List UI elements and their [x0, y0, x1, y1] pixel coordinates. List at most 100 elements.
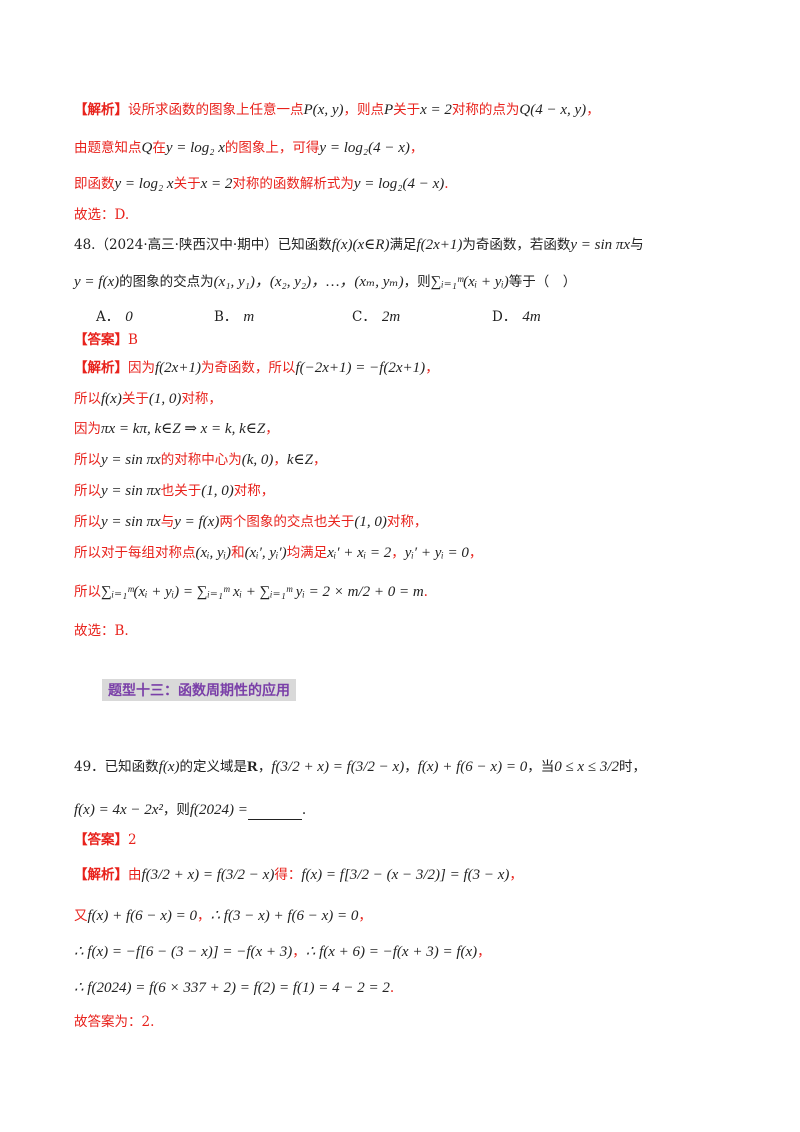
option-value: m	[243, 309, 255, 325]
formula: Q(4 − x, y)	[519, 102, 587, 118]
q49-solution-line-2: 又f(x) + f(6 − x) = 0，∴ f(3 − x) + f(6 − …	[74, 906, 372, 926]
text: ，	[391, 545, 405, 561]
text: 的定义域是	[179, 759, 248, 775]
text: ，	[292, 944, 306, 960]
text: 对称，	[233, 483, 275, 499]
option-label: A．	[96, 309, 120, 325]
text: 48.（2024·高三·陕西汉中·期中）已知函数	[74, 237, 332, 253]
section-heading: 题型十三：函数周期性的应用	[102, 679, 296, 701]
text: 为奇函数，所以	[200, 360, 296, 376]
formula: y = log₂ x	[165, 140, 225, 156]
text: ，	[197, 908, 211, 924]
formula: (1, 0)	[148, 391, 182, 407]
formula: f(x)	[101, 391, 122, 407]
answer-tag: 【答案】	[74, 332, 128, 348]
q48-solution-line-7: 所以对于每组对称点(xᵢ, yᵢ)和(xᵢ′, yᵢ′)均满足xᵢ′ + xᵢ …	[74, 543, 482, 563]
text: 对称，	[181, 391, 222, 407]
formula: P	[383, 102, 394, 118]
formula: (xᵢ′, yᵢ′)	[244, 545, 287, 561]
answer-blank	[247, 805, 302, 820]
formula: k∈Z	[286, 452, 313, 468]
q48-solution-line-2: 所以f(x)关于(1, 0)对称，	[74, 389, 222, 409]
text: .	[444, 176, 449, 192]
q48-solution-line-4: 所以y = sin πx的对称中心为(k, 0)，k∈Z，	[74, 450, 326, 470]
formula: (xᵢ, yᵢ)	[195, 545, 232, 561]
text: ，	[404, 759, 418, 775]
q47-conclusion: 故选：D.	[74, 207, 130, 223]
q49-question-line-1: 49．已知函数f(x)的定义域是R，f(3/2 + x) = f(3/2 − x…	[74, 757, 646, 777]
text: 对称的点为	[451, 102, 520, 118]
analysis-tag: 【解析】	[74, 360, 128, 376]
q48-solution-line-6: 所以y = sin πx与y = f(x)两个图象的交点也关于(1, 0)对称，	[74, 512, 427, 532]
option-b: B．m	[214, 305, 254, 326]
q48-solution-line-3: 因为πx = kπ, k∈Z ⇒ x = k, k∈Z，	[74, 419, 279, 439]
formula: y = sin πx	[101, 483, 161, 499]
formula: ∴ f(2024) = f(6 × 337 + 2) = f(2) = f(1)…	[74, 980, 390, 996]
formula: (k, 0)	[241, 452, 274, 468]
text: ，	[468, 545, 483, 561]
text: ，	[409, 140, 424, 156]
q49-solution-line-4: ∴ f(2024) = f(6 × 337 + 2) = f(2) = f(1)…	[74, 978, 394, 998]
text: 等于（ ）	[508, 274, 577, 290]
formula: f(2x+1)	[416, 237, 463, 253]
text: ，	[425, 360, 439, 376]
option-value: 2m	[381, 309, 401, 325]
q49-solution-line-3: ∴ f(x) = −f[6 − (3 − x)] = −f(x + 3)，∴ f…	[74, 942, 491, 962]
formula: y = log₂(4 − x)	[319, 140, 410, 156]
formula: ∑ᵢ₌₁ᵐ(xᵢ + yᵢ)	[430, 274, 509, 290]
text: ，则	[162, 802, 190, 818]
text: 时，	[619, 759, 646, 775]
answer-value: 2	[128, 832, 137, 848]
q49-answer: 【答案】2	[74, 830, 137, 850]
formula: f(3/2 + x) = f(3/2 − x)	[271, 759, 405, 775]
formula: y = sin πx	[101, 514, 161, 530]
formula: R	[247, 759, 258, 775]
option-value: 4m	[522, 309, 541, 325]
option-d: D．4m	[492, 305, 541, 326]
text: 所以	[74, 483, 101, 499]
text: 关于	[173, 176, 201, 192]
q47-line-1: 【解析】设所求函数的图象上任意一点P(x, y)，则点P关于x = 2对称的点为…	[74, 100, 600, 120]
text: 为奇函数，若函数	[462, 237, 571, 253]
text: ，	[257, 759, 272, 775]
text: 所以对于每组对称点	[74, 545, 196, 561]
text: 49．已知函数	[74, 759, 159, 775]
formula: yᵢ′ + yᵢ = 0	[404, 545, 469, 561]
option-a: A． 0	[96, 305, 133, 326]
analysis-tag: 【解析】	[74, 102, 128, 118]
formula: (1, 0)	[354, 514, 387, 530]
text: ，	[358, 908, 372, 924]
option-value: 0	[125, 309, 133, 325]
text: ，	[586, 102, 600, 118]
option-c: C．2m	[352, 305, 400, 326]
formula: y = f(x)	[74, 274, 120, 290]
text: 关于	[393, 102, 421, 118]
text: 与	[160, 514, 175, 530]
formula: 0 ≤ x ≤ 3/2	[554, 759, 619, 775]
text: ，	[312, 452, 327, 468]
formula: x = 2	[200, 176, 233, 192]
text: 设所求函数的图象上任意一点	[128, 102, 304, 118]
text: 所以	[74, 452, 101, 468]
formula: f(x) + f(6 − x) = 0	[417, 759, 528, 775]
text: .	[423, 584, 428, 600]
formula: y = f(x)	[174, 514, 220, 530]
text: ，	[477, 944, 491, 960]
formula: f(2x+1)	[155, 360, 201, 376]
q48-solution-line-8: 所以∑ᵢ₌₁ᵐ(xᵢ + yᵢ) = ∑ᵢ₌₁ᵐ xᵢ + ∑ᵢ₌₁ᵐ yᵢ =…	[74, 582, 428, 602]
text: .	[301, 802, 307, 818]
text: 的图象的交点为	[119, 274, 214, 290]
formula: y = log₂ x	[114, 176, 174, 192]
formula: f(2024) =	[189, 802, 248, 818]
formula: (x₁, y₁)，(x₂, y₂)，…，(xₘ, yₘ)	[213, 274, 404, 290]
text: 所以	[74, 391, 101, 407]
formula: x = 2	[420, 102, 452, 118]
formula: (1, 0)	[201, 483, 234, 499]
q48-solution-line-5: 所以y = sin πx也关于(1, 0)对称，	[74, 481, 274, 501]
q48-question-line-2: y = f(x)的图象的交点为(x₁, y₁)，(x₂, y₂)，…，(xₘ, …	[74, 272, 576, 292]
text: 在	[152, 140, 166, 156]
q49-solution-line-1: 【解析】由f(3/2 + x) = f(3/2 − x)得：f(x) = f[3…	[74, 865, 523, 885]
text: 均满足	[286, 545, 328, 561]
formula: f(3/2 + x) = f(3/2 − x)	[141, 867, 275, 883]
answer-tag: 【答案】	[74, 832, 128, 848]
